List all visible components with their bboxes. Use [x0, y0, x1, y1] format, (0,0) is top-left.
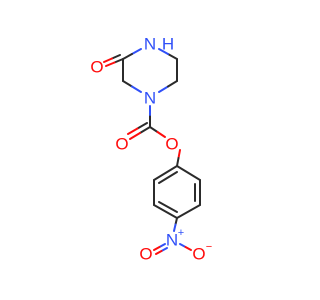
bond-c-oester-a [149, 126, 159, 133]
atom-label-nitro-oxygen-right: O [192, 245, 205, 264]
molecule-structure-diagram: N H O N O O N + O O − [90, 34, 213, 264]
bond-ar-inner-3 [158, 171, 178, 184]
bond-nitro-o-right-a [179, 243, 187, 248]
bond-ar-6 [153, 165, 178, 181]
atom-labels-layer: N H O N O O N + O O − [90, 35, 212, 264]
bond-carbonyl-1-b [129, 132, 141, 140]
atom-label-nitro-oxygen-left: O [139, 245, 152, 264]
bond-oester-aryl-b [176, 157, 180, 167]
bond-nitro-o-left-2-b [155, 250, 163, 255]
bond-ketone-2-b [103, 57, 113, 63]
bond-ketone-2-a [111, 54, 121, 60]
atom-label-ring-nitrogen: N [144, 89, 156, 108]
bond-n1-c6-a [158, 85, 169, 93]
atom-label-nitro-nitrogen: N [166, 231, 178, 250]
bond-aryl-nitro-a [174, 217, 178, 226]
atom-label-ester-oxygen: O [165, 135, 178, 154]
bond-ar-4 [153, 204, 178, 219]
bond-carbonyl-1-a [139, 126, 151, 134]
bond-ketone-1-a [113, 58, 124, 64]
bond-n1-c6-b [167, 80, 178, 88]
atom-label-carbonyl-oxygen: O [115, 135, 128, 154]
bonds-layer [103, 48, 201, 255]
bond-oester-aryl-a [177, 149, 181, 159]
bond-c5-nh-a [167, 53, 178, 60]
bond-nitro-o-left-2-a [160, 247, 168, 252]
bond-nh-c3-b [122, 53, 133, 60]
nitro-positive-charge: + [178, 227, 184, 239]
bond-nitro-o-left-1-b [153, 246, 161, 251]
bond-nitro-o-left-1-a [158, 243, 166, 248]
bond-ar-1 [176, 165, 201, 181]
bond-ketone-1-b [105, 61, 116, 67]
bond-ar-3 [176, 204, 201, 219]
bond-nitro-o-right-b [184, 246, 192, 251]
bond-c-oester-b [156, 131, 166, 138]
atom-label-nh-hydrogen: H [162, 35, 174, 54]
atom-label-nh-nitrogen: N [144, 35, 156, 54]
bond-ar-inner-2 [158, 201, 178, 213]
bond-c5-nh-b [158, 48, 169, 55]
nitro-negative-charge: − [206, 241, 212, 253]
atom-label-ketone-oxygen: O [90, 58, 103, 77]
bond-nh-c3-a [131, 48, 142, 55]
bond-carbonyl-2-a [136, 122, 148, 130]
bond-c2-n1-b [131, 85, 142, 93]
bond-c2-n1-a [122, 80, 133, 88]
molecule-svg: N H O N O O N + O O − [90, 35, 212, 264]
bond-carbonyl-2-b [127, 127, 139, 135]
bond-aryl-nitro-b [173, 223, 177, 232]
